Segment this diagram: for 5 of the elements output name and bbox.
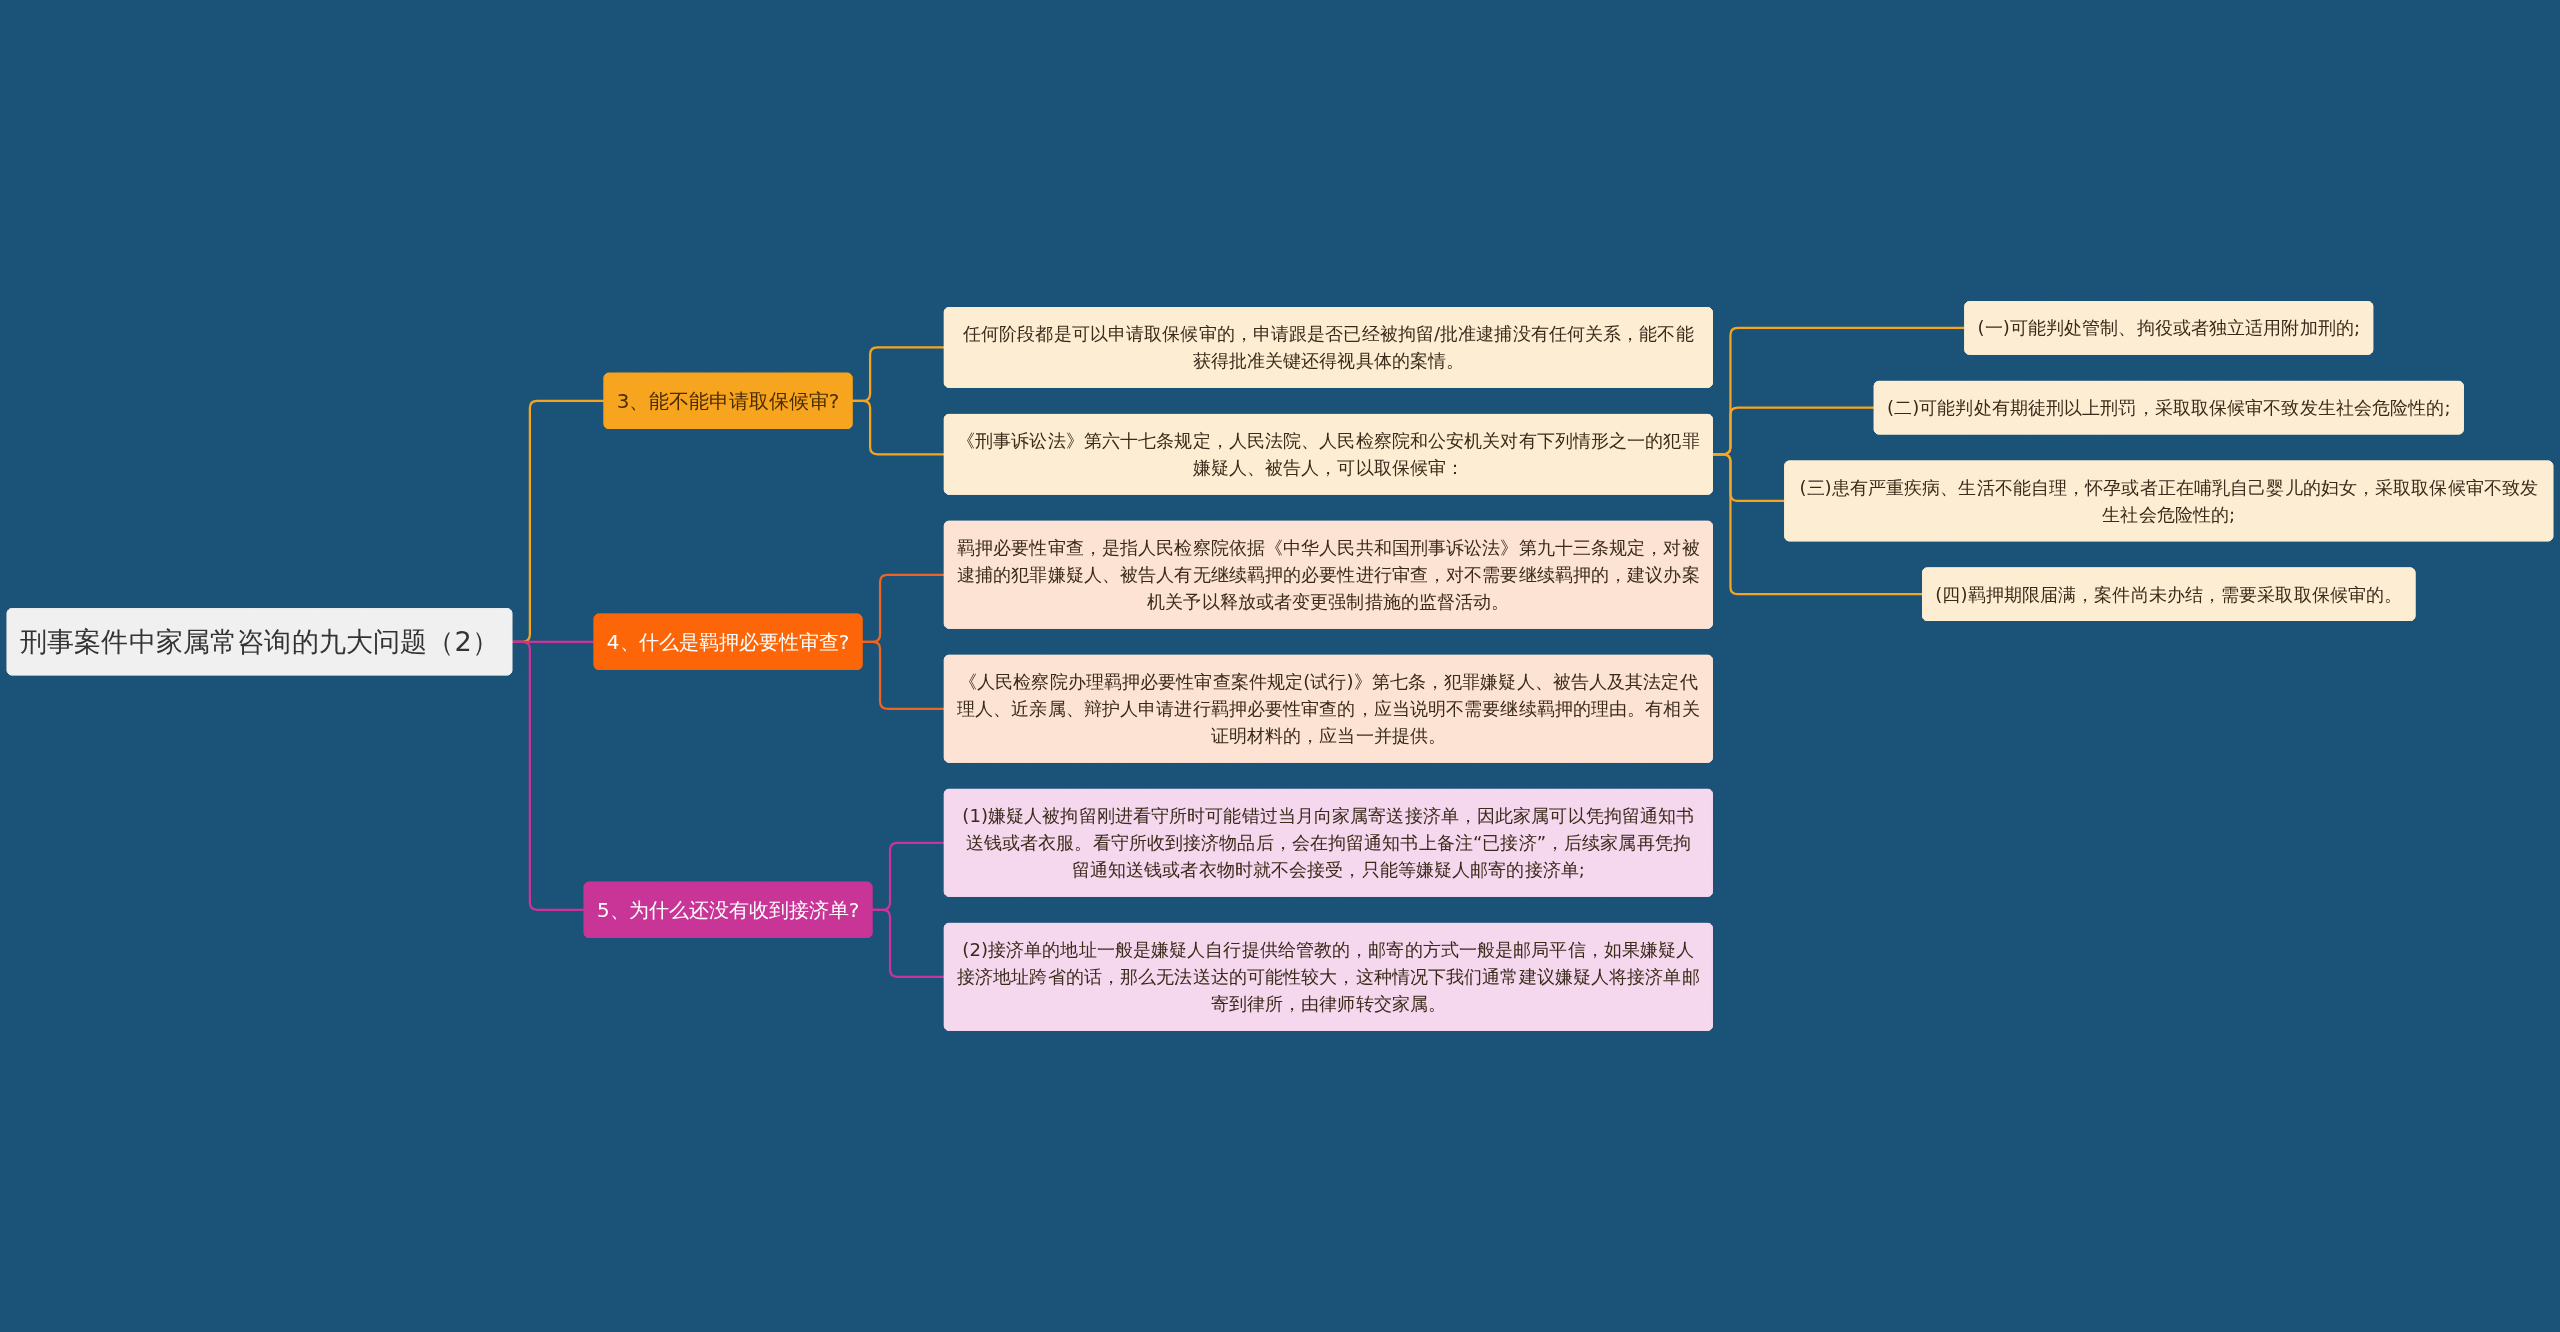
- connector: [871, 908, 945, 978]
- connector: [852, 399, 945, 456]
- connector: [1712, 453, 1923, 596]
- connector: [511, 640, 585, 911]
- connector: [861, 640, 945, 710]
